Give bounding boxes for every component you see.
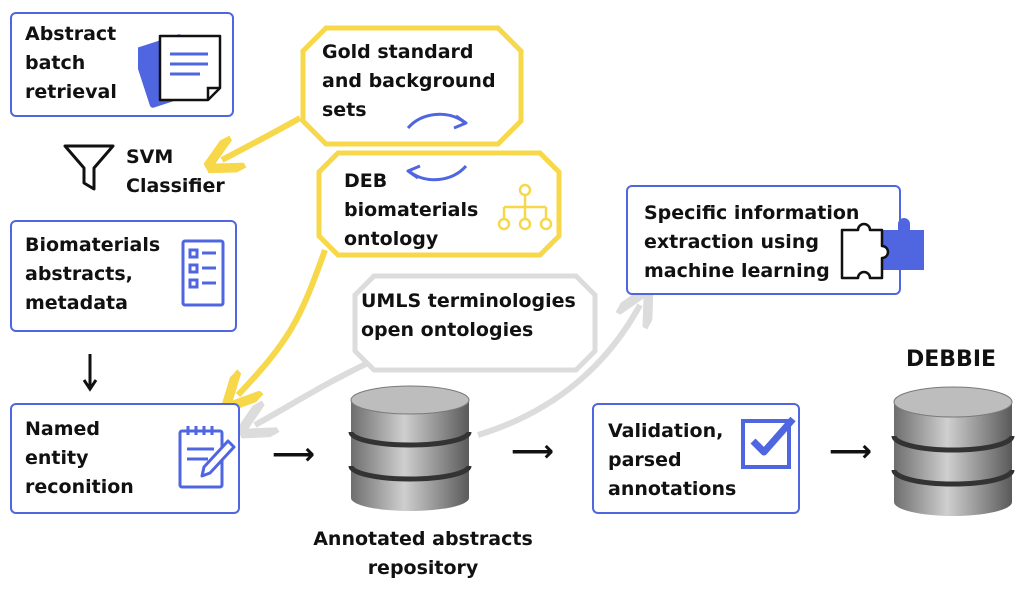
puzzle-icon <box>840 218 924 280</box>
umls-label: UMLS terminologies open ontologies <box>361 290 576 341</box>
down-arrow-icon <box>82 354 98 392</box>
validation-box: Validation, parsed annotations <box>592 403 800 514</box>
umls-box <box>352 273 598 373</box>
gold-standard-label: Gold standard and background sets <box>322 41 496 121</box>
annotated-repo-label: Annotated abstracts repository <box>313 528 533 579</box>
validation-label: Validation, parsed annotations <box>608 420 737 500</box>
ner-box: Named entity reconition <box>10 403 240 514</box>
deb-to-ner-arrow <box>238 248 328 395</box>
svm-classifier-label: SVM Classifier <box>126 146 225 197</box>
database-icon <box>348 385 472 511</box>
abstract-batch-box: Abstract batch retrieval <box>10 12 234 117</box>
deb-ontology-box <box>316 150 562 258</box>
debbie-database-icon <box>891 386 1015 516</box>
specific-info-label: Specific information extraction using ma… <box>644 202 860 282</box>
debbie-label: DEBBIE <box>906 347 997 372</box>
biomaterials-abstracts-box: Biomaterials abstracts, metadata <box>10 220 237 332</box>
deb-ontology-label: DEB biomaterials ontology <box>344 170 479 250</box>
ner-label: Named entity reconition <box>25 418 134 498</box>
funnel-icon <box>63 144 115 191</box>
repo-to-specific-arrow <box>477 305 640 438</box>
document-icon <box>138 34 222 108</box>
cycle-arrow-icon <box>406 112 468 130</box>
hierarchy-icon <box>497 183 553 231</box>
notepad-pencil-icon <box>178 426 236 489</box>
gold-to-svm-arrow <box>222 115 302 160</box>
arrow-repo-to-validation: ⟶ <box>511 434 555 469</box>
biomaterials-abstracts-label: Biomaterials abstracts, metadata <box>25 234 161 314</box>
abstract-batch-label: Abstract batch retrieval <box>25 23 117 103</box>
gold-standard-box <box>300 25 524 147</box>
arrow-validation-to-debbie: ⟶ <box>829 434 873 469</box>
checkbox-icon <box>741 416 796 469</box>
cycle-arrow-icon-2 <box>406 164 468 182</box>
arrow-ner-to-repo: ⟶ <box>272 437 316 472</box>
list-document-icon <box>181 239 225 307</box>
specific-info-box: Specific information extraction using ma… <box>626 185 901 295</box>
